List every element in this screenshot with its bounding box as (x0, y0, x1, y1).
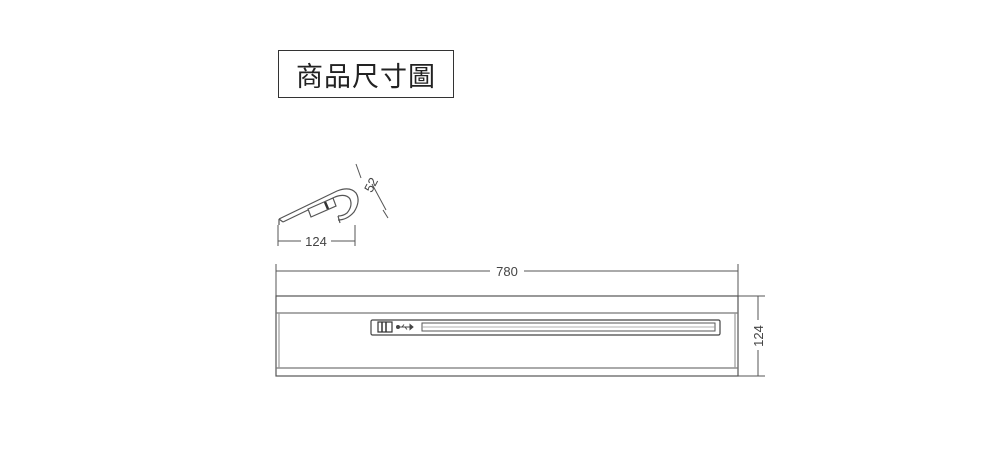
power-switch (377, 321, 393, 333)
front-panel (275, 295, 739, 377)
page-title: 商品尺寸圖 (278, 50, 454, 98)
front-dimension-780 (275, 264, 739, 296)
front-dimension-124 (738, 295, 765, 377)
light-strip (370, 319, 721, 336)
side-dimension-52 (355, 163, 389, 219)
side-profile-body (278, 188, 359, 221)
side-profile (278, 188, 359, 225)
side-width-label: 124 (305, 234, 327, 249)
front-panel-outline (275, 295, 739, 377)
side-dimension-124 (277, 225, 356, 246)
front-length-label: 780 (496, 264, 518, 279)
side-depth-label: 52 (361, 175, 381, 195)
usb-icon (396, 323, 414, 331)
side-profile-inner (282, 194, 352, 223)
side-profile-bracket (307, 197, 337, 218)
front-height-label: 124 (751, 325, 766, 347)
